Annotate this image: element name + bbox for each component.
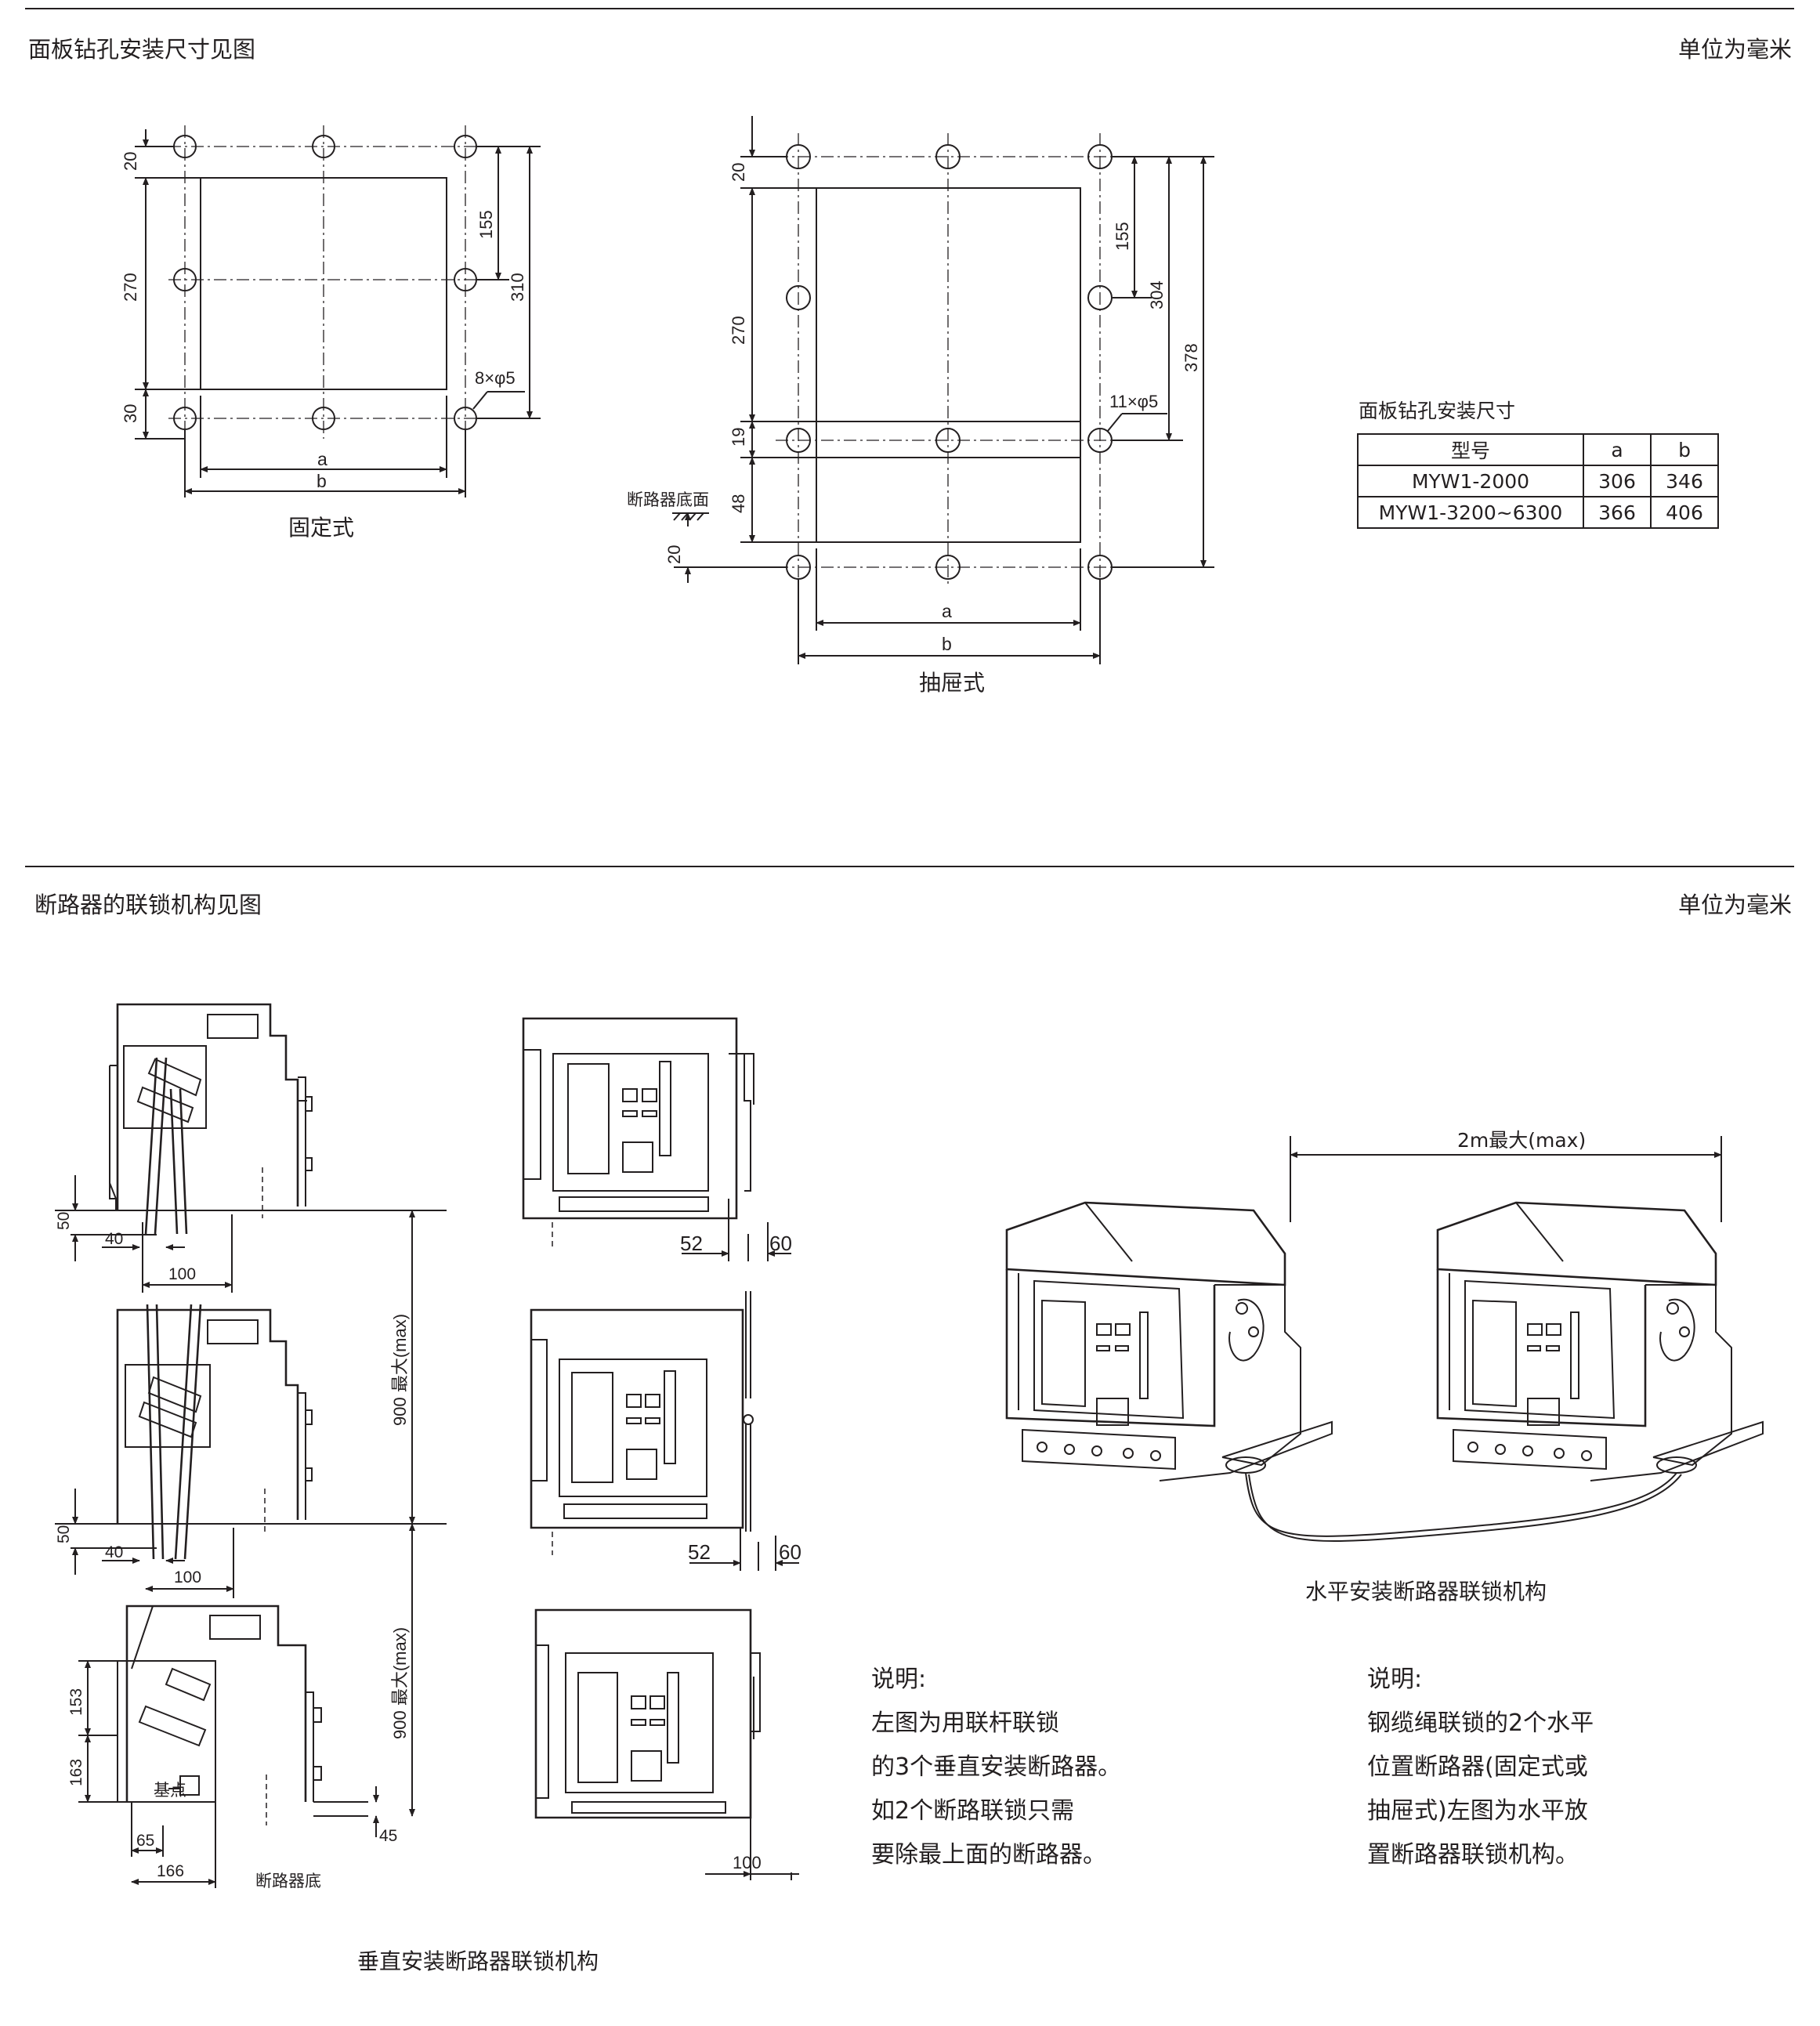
- dim-100-b: 100: [174, 1568, 201, 1586]
- note-left-line: 左图为用联杆联锁: [871, 1709, 1059, 1737]
- base-point-label: 基点: [154, 1782, 186, 1800]
- drawout-dim-304: 304: [1147, 280, 1167, 309]
- spec-header-model: 型号: [1357, 433, 1584, 466]
- drawout-caption: 抽屉式: [918, 670, 985, 696]
- spec-cell-a: 366: [1583, 496, 1652, 529]
- drawout-dim-a: a: [942, 601, 952, 621]
- drawout-base-label: 断路器底面: [627, 491, 709, 509]
- drawout-dim-378: 378: [1181, 343, 1201, 372]
- dim-153: 153: [67, 1688, 85, 1716]
- section2-title: 断路器的联锁机构见图: [34, 892, 262, 918]
- drawout-holes-label: 11×φ5: [1109, 392, 1158, 411]
- dim-65: 65: [136, 1832, 154, 1850]
- dim-50-b: 50: [55, 1525, 73, 1543]
- top-rule: [25, 8, 1794, 9]
- dim-45: 45: [379, 1827, 397, 1845]
- spec-cell-b: 346: [1650, 465, 1719, 497]
- fixed-dim-20: 20: [121, 152, 140, 171]
- fixed-dim-b: b: [317, 471, 327, 491]
- breaker-front-1: [522, 1017, 791, 1261]
- middle-rule: [25, 866, 1794, 867]
- fixed-type-drawing: 20 270 30 155 310 8×φ5 a b: [121, 125, 541, 497]
- table-row: MYW1-2000 306 346: [1357, 465, 1719, 497]
- table-row: MYW1-3200~6300 366 406: [1357, 496, 1719, 529]
- drawout-dim-19: 19: [729, 428, 748, 447]
- dim-900-max-1: 900 最大(max): [390, 1314, 410, 1426]
- breaker-base-label: 断路器底: [255, 1872, 321, 1890]
- breaker-iso-right: [1436, 1201, 1764, 1482]
- fixed-dim-155: 155: [476, 210, 496, 239]
- dim-40-b: 40: [105, 1543, 123, 1561]
- section2-unit: 单位为毫米: [1677, 892, 1792, 918]
- breaker-iso-left: [1005, 1201, 1333, 1482]
- drawout-dim-20b: 20: [664, 545, 684, 564]
- spec-cell-a: 306: [1583, 465, 1652, 497]
- spec-cell-model: MYW1-2000: [1357, 465, 1584, 497]
- dim-50-a: 50: [55, 1212, 73, 1230]
- fixed-dim-a: a: [317, 449, 327, 469]
- spec-table-title: 面板钻孔安装尺寸: [1359, 400, 1516, 422]
- fixed-dim-310: 310: [508, 273, 527, 302]
- vertical-interlock-drawing: 50 40 100 50 40 100 153 163 基点 65 166 断路…: [55, 1003, 447, 1890]
- drawout-dim-48: 48: [729, 494, 748, 513]
- section1-title: 面板钻孔安装尺寸见图: [28, 36, 256, 63]
- note-left-line: 要除最上面的断路器。: [871, 1841, 1106, 1869]
- drawout-dim-155: 155: [1113, 222, 1132, 251]
- dim-163: 163: [67, 1759, 85, 1786]
- horizontal-caption: 水平安装断路器联锁机构: [1304, 1579, 1547, 1605]
- spec-cell-model: MYW1-3200~6300: [1357, 496, 1584, 529]
- note-right-line: 抽屉式)左图为水平放: [1367, 1797, 1588, 1825]
- drawout-dim-20: 20: [729, 163, 748, 182]
- spec-cell-b: 406: [1650, 496, 1719, 529]
- breaker-front-2: [530, 1291, 799, 1571]
- spec-header-a: a: [1583, 433, 1652, 466]
- dim-900-max-2: 900 最大(max): [390, 1627, 410, 1739]
- dim-60-a: 60: [769, 1232, 792, 1255]
- dim-52-b: 52: [688, 1540, 711, 1564]
- note-right-line: 位置断路器(固定式或: [1367, 1753, 1588, 1781]
- dim-40-a: 40: [105, 1230, 123, 1248]
- vertical-front-views: 52 60 52 60: [522, 1017, 801, 1880]
- dim-100-c: 100: [733, 1853, 762, 1872]
- breaker-front-3: [534, 1608, 799, 1880]
- horizontal-span-label: 2m最大(max): [1457, 1129, 1587, 1152]
- note-right-line: 钢缆绳联锁的2个水平: [1367, 1709, 1594, 1737]
- drawout-dim-b: b: [942, 634, 952, 654]
- fixed-caption: 固定式: [288, 515, 354, 541]
- section1-unit: 单位为毫米: [1677, 36, 1792, 63]
- drawout-dim-270: 270: [729, 316, 748, 345]
- spec-header-b: b: [1650, 433, 1719, 466]
- note-right: 说明: 钢缆绳联锁的2个水平 位置断路器(固定式或 抽屉式)左图为水平放 置断路…: [1367, 1658, 1696, 1877]
- dim-52-a: 52: [680, 1232, 703, 1255]
- dim-60-b: 60: [779, 1540, 801, 1564]
- note-left-line: 如2个断路联锁只需: [871, 1797, 1075, 1825]
- note-left: 说明: 左图为用联杆联锁 的3个垂直安装断路器。 如2个断路联锁只需 要除最上面…: [871, 1658, 1185, 1877]
- breaker-side-2: [116, 1304, 313, 1560]
- dim-100-a: 100: [168, 1265, 196, 1283]
- breaker-side-1: [109, 1003, 313, 1235]
- spec-table: 型号 a b MYW1-2000 306 346 MYW1-3200~6300 …: [1357, 433, 1719, 529]
- fixed-mounting-holes: [173, 135, 477, 430]
- drawout-type-drawing: 20 270 19 48 断路器底面 20 155 304 378 11×φ5 …: [627, 116, 1214, 664]
- note-left-line: 的3个垂直安装断路器。: [871, 1753, 1122, 1781]
- horizontal-interlock-drawing: [1005, 1136, 1764, 1542]
- vertical-caption: 垂直安装断路器联锁机构: [356, 1948, 599, 1974]
- fixed-holes-label: 8×φ5: [475, 368, 516, 388]
- breaker-side-3: [117, 1605, 368, 1825]
- note-left-heading: 说明:: [871, 1666, 927, 1693]
- dim-166: 166: [157, 1862, 184, 1880]
- fixed-dim-270: 270: [121, 273, 140, 302]
- note-right-heading: 说明:: [1367, 1666, 1423, 1693]
- note-right-line: 置断路器联锁机构。: [1367, 1841, 1579, 1869]
- steel-cable: [1245, 1472, 1677, 1537]
- fixed-dim-30: 30: [121, 404, 140, 423]
- drawout-mounting-holes: [786, 144, 1113, 580]
- spec-table-header: 型号 a b: [1357, 433, 1719, 466]
